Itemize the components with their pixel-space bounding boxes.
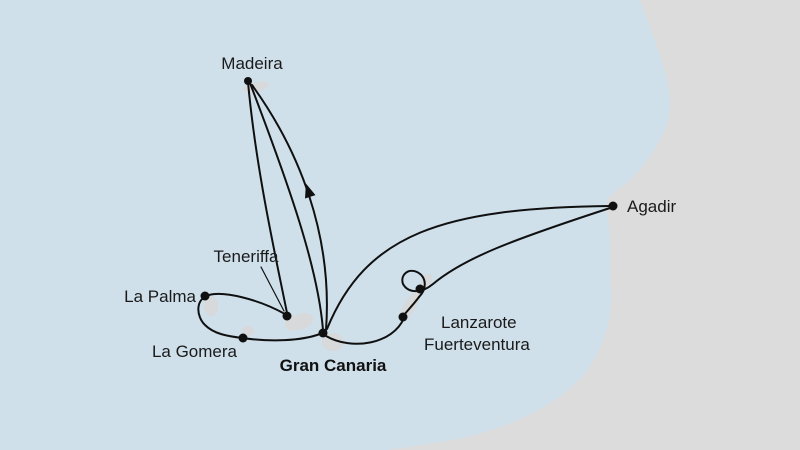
tenerife-island bbox=[284, 313, 314, 331]
port-dot-madeira bbox=[244, 77, 252, 85]
ports-group bbox=[200, 77, 618, 343]
teneriffa-label-pointer bbox=[260, 266, 285, 312]
route-direction-arrow-icon bbox=[305, 183, 316, 199]
routes-group bbox=[197, 81, 611, 345]
port-label-gran-canaria: Gran Canaria bbox=[280, 356, 387, 375]
route-teneriffa-la-palma-la-gomera-gran-canaria bbox=[197, 293, 321, 342]
port-dot-la-gomera bbox=[238, 333, 248, 343]
port-dot-la-palma bbox=[200, 291, 210, 301]
route-gran-canaria-agadir bbox=[326, 205, 611, 330]
port-dot-agadir bbox=[608, 201, 618, 211]
african-coast-landmass bbox=[385, 0, 800, 450]
port-label-fuerteventura: Fuerteventura bbox=[424, 335, 530, 354]
la-palma-island bbox=[204, 296, 218, 316]
route-madeira-teneriffa bbox=[247, 81, 288, 314]
port-label-agadir: Agadir bbox=[627, 197, 676, 216]
port-dot-lanzarote bbox=[415, 284, 425, 294]
port-label-madeira: Madeira bbox=[221, 54, 283, 73]
direction-arrow-layer bbox=[305, 183, 316, 199]
route-agadir-lanzarote-loop bbox=[401, 207, 611, 298]
port-label-teneriffa: Teneriffa bbox=[214, 247, 279, 266]
port-dot-teneriffa bbox=[282, 311, 292, 321]
port-label-la-gomera: La Gomera bbox=[152, 342, 238, 361]
route-madeira-gran-canaria bbox=[249, 82, 324, 331]
port-label-la-palma: La Palma bbox=[124, 287, 196, 306]
port-dot-gran-canaria bbox=[318, 328, 328, 338]
la-gomera-island bbox=[242, 326, 254, 336]
port-dot-fuerteventura bbox=[398, 312, 408, 322]
port-label-lanzarote: Lanzarote bbox=[441, 313, 517, 332]
